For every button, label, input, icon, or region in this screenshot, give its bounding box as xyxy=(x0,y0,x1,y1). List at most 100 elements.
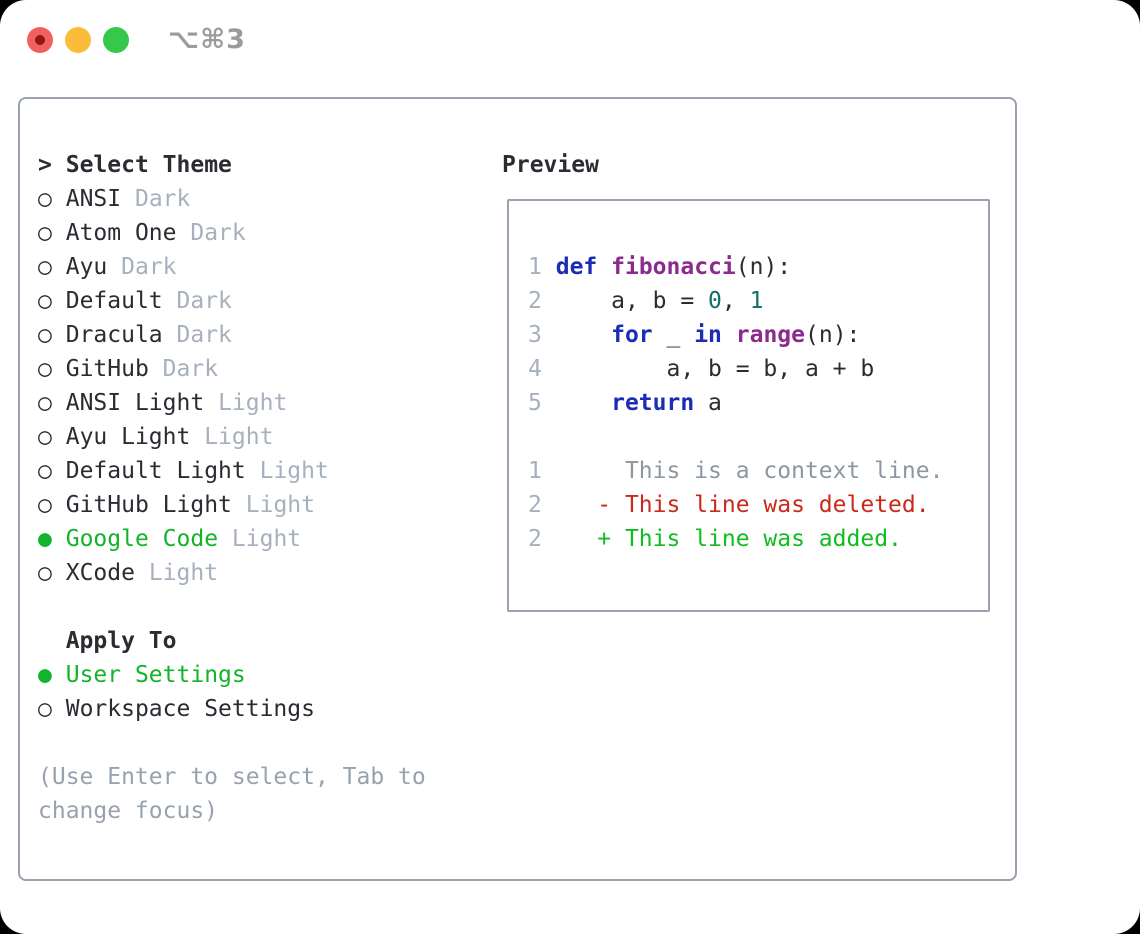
code-token-keyword: for xyxy=(611,322,653,348)
radio-unselected-icon: ○ xyxy=(38,424,52,450)
apply-target-name: Workspace Settings xyxy=(65,696,315,722)
selector-column: > Select Theme ○ ANSI Dark○ Atom One Dar… xyxy=(38,148,440,828)
radio-unselected-icon: ○ xyxy=(38,322,52,348)
theme-variant: Light xyxy=(259,458,329,484)
line-number: 2 xyxy=(528,526,542,552)
diff-line-added: 2 + This line was added. xyxy=(528,522,943,556)
theme-name: GitHub xyxy=(65,356,149,382)
radio-unselected-icon: ○ xyxy=(38,458,52,484)
theme-name: GitHub Light xyxy=(65,492,232,518)
theme-option-github[interactable]: ○ GitHub Dark xyxy=(38,352,440,386)
theme-name: Default xyxy=(65,288,163,314)
theme-name: ANSI Light xyxy=(65,390,205,416)
code-token-keyword: in xyxy=(694,322,722,348)
close-button[interactable] xyxy=(27,26,53,53)
select-theme-header: > Select Theme xyxy=(38,148,440,182)
theme-name: Default Light xyxy=(65,458,246,484)
radio-unselected-icon: ○ xyxy=(38,492,52,518)
code-token-function: fibonacci xyxy=(611,254,736,280)
code-token-plain: _ xyxy=(652,322,695,348)
theme-name: Google Code xyxy=(65,526,219,552)
zoom-button[interactable] xyxy=(103,26,129,53)
line-number: 4 xyxy=(528,356,542,382)
apply-option-user-settings[interactable]: ● User Settings xyxy=(38,658,440,692)
theme-option-default[interactable]: ○ Default Dark xyxy=(38,284,440,318)
apply-to-header: Apply To xyxy=(65,628,177,654)
cursor-marker: > xyxy=(38,152,52,178)
code-line: 5 return a xyxy=(528,386,943,420)
diff-text: This is a context line. xyxy=(541,458,944,484)
theme-option-github-light[interactable]: ○ GitHub Light Light xyxy=(38,488,440,522)
code-token-plain: a xyxy=(694,390,722,416)
diff-line-deleted: 2 - This line was deleted. xyxy=(528,488,943,522)
theme-option-ansi-light[interactable]: ○ ANSI Light Light xyxy=(38,386,440,420)
code-token-plain xyxy=(556,322,611,348)
radio-unselected-icon: ○ xyxy=(38,254,52,280)
select-theme-title: Select Theme xyxy=(65,152,232,178)
theme-option-ansi[interactable]: ○ ANSI Dark xyxy=(38,182,440,216)
code-line: 1 def fibonacci(n): xyxy=(528,250,943,284)
code-token-function: range xyxy=(735,322,806,348)
theme-name: Dracula xyxy=(65,322,163,348)
diff-text: - This line was deleted. xyxy=(541,492,930,518)
close-dot-icon xyxy=(35,34,45,45)
theme-option-ayu-light[interactable]: ○ Ayu Light Light xyxy=(38,420,440,454)
code-token-plain: a, b = xyxy=(555,288,709,314)
apply-option-workspace-settings[interactable]: ○ Workspace Settings xyxy=(38,692,440,726)
radio-unselected-icon: ○ xyxy=(38,356,52,382)
code-line: 4 a, b = b, a + b xyxy=(528,352,943,386)
code-token-number: 1 xyxy=(749,288,764,314)
line-number: 2 xyxy=(528,288,542,314)
line-number: 1 xyxy=(528,458,542,484)
theme-picker-panel: > Select Theme ○ ANSI Dark○ Atom One Dar… xyxy=(18,97,1017,881)
theme-variant: Dark xyxy=(176,322,232,348)
theme-variant: Light xyxy=(231,526,302,552)
radio-selected-icon: ● xyxy=(38,662,52,688)
theme-variant: Light xyxy=(218,390,288,416)
code-token-plain xyxy=(556,390,611,416)
theme-name: Ayu xyxy=(65,254,108,280)
theme-variant: Dark xyxy=(176,288,232,314)
theme-option-atom-one[interactable]: ○ Atom One Dark xyxy=(38,216,440,250)
theme-name: ANSI xyxy=(65,186,122,212)
spacer-row xyxy=(38,726,440,760)
code-token-keyword: def xyxy=(555,254,598,280)
theme-option-default-light[interactable]: ○ Default Light Light xyxy=(38,454,440,488)
line-number: 5 xyxy=(528,390,542,416)
theme-option-xcode[interactable]: ○ XCode Light xyxy=(38,556,440,590)
theme-variant: Dark xyxy=(121,254,177,280)
line-number: 3 xyxy=(528,322,542,348)
theme-variant: Dark xyxy=(190,220,246,246)
minimize-button[interactable] xyxy=(65,26,91,53)
code-token-plain: a, b = b, a + b xyxy=(555,356,875,382)
radio-selected-icon: ● xyxy=(38,526,52,552)
theme-option-ayu[interactable]: ○ Ayu Dark xyxy=(38,250,440,284)
diff-text: + This line was added. xyxy=(541,526,902,552)
theme-option-dracula[interactable]: ○ Dracula Dark xyxy=(38,318,440,352)
theme-name: Ayu Light xyxy=(65,424,191,450)
theme-name: Atom One xyxy=(65,220,177,246)
radio-unselected-icon: ○ xyxy=(38,220,52,246)
code-token-plain: (n): xyxy=(805,322,861,348)
line-number: 1 xyxy=(528,254,542,280)
theme-variant: Light xyxy=(245,492,315,518)
spacer-row xyxy=(38,590,440,624)
radio-unselected-icon: ○ xyxy=(38,560,52,586)
titlebar: ⌥⌘3 xyxy=(27,24,246,55)
theme-list: ○ ANSI Dark○ Atom One Dark○ Ayu Dark○ De… xyxy=(38,182,440,590)
diff-line-context: 1 This is a context line. xyxy=(528,454,943,488)
spacer-row xyxy=(528,420,943,454)
traffic-lights xyxy=(27,26,129,53)
radio-unselected-icon: ○ xyxy=(38,186,52,212)
code-token-plain: , xyxy=(721,288,750,314)
theme-name: XCode xyxy=(65,560,135,586)
window-title: ⌥⌘3 xyxy=(168,24,246,55)
code-token-keyword: return xyxy=(611,390,695,416)
theme-option-google-code[interactable]: ● Google Code Light xyxy=(38,522,440,556)
code-token-number: 0 xyxy=(708,288,722,314)
